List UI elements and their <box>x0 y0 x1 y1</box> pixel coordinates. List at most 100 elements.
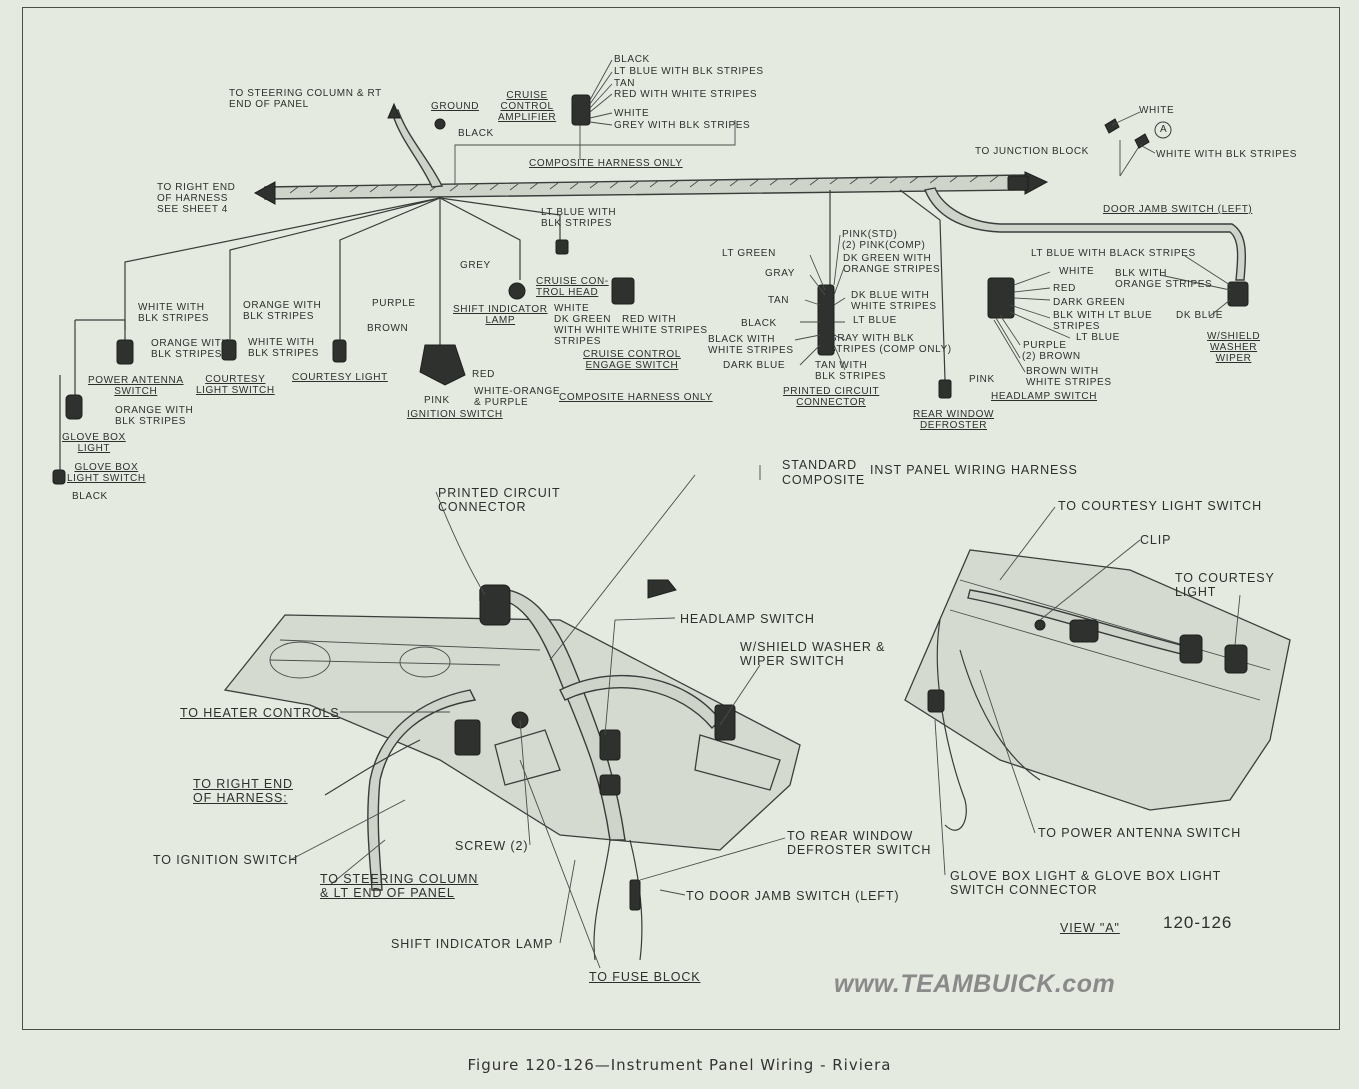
label-dk-blue: DK BLUE <box>1176 310 1223 321</box>
label-composite-only-2: COMPOSITE HARNESS ONLY <box>559 392 713 403</box>
label-right-end: TO RIGHT END OF HARNESS SEE SHEET 4 <box>157 182 236 215</box>
label-orange-wbk-2: ORANGE WITH BLK STRIPES <box>151 338 230 360</box>
label-pink: PINK <box>424 395 450 406</box>
hl-wire-4: BLK WITH LT BLUE STRIPES <box>1053 310 1153 332</box>
label-orange-wbk-1: ORANGE WITH BLK STRIPES <box>243 300 322 322</box>
amp-wire-4: RED WITH WHITE STRIPES <box>614 89 758 100</box>
label-power-antenna-bottom: TO POWER ANTENNA SWITCH <box>1038 826 1242 840</box>
pc-right-4: LT BLUE <box>853 315 897 326</box>
label-steering-bottom: TO STEERING COLUMN & LT END OF PANEL <box>320 872 479 900</box>
hl-wire-6: PURPLE <box>1023 340 1067 351</box>
label-pc-connector-bottom: PRINTED CIRCUIT CONNECTOR <box>438 486 561 514</box>
label-junction-block: TO JUNCTION BLOCK <box>975 146 1089 157</box>
ignition-switch-connector <box>419 344 466 386</box>
pc-left-6: DARK BLUE <box>723 360 786 371</box>
label-wiper-bottom: W/SHIELD WASHER & WIPER SWITCH <box>740 640 886 668</box>
label-lt-blue-black: LT BLUE WITH BLACK STRIPES <box>1031 248 1196 259</box>
wiper-connector <box>1227 281 1249 307</box>
rear-defrost-connector <box>938 379 952 399</box>
label-rear-defrost-bottom: TO REAR WINDOW DEFROSTER SWITCH <box>787 829 932 857</box>
label-courtesy-switch-bottom: TO COURTESY LIGHT SWITCH <box>1058 499 1263 513</box>
label-door-white-blk: WHITE WITH BLK STRIPES <box>1156 149 1297 160</box>
courtesy-light-connector <box>332 339 347 363</box>
left-arrow-icon <box>253 181 276 205</box>
view-a-circle-label: A <box>1160 124 1168 135</box>
instrument-panel-view <box>223 579 801 961</box>
label-fuse-block: TO FUSE BLOCK <box>589 970 701 984</box>
amp-wire-6: GREY WITH BLK STRIPES <box>614 120 751 131</box>
figure-caption: Figure 120-126—Instrument Panel Wiring -… <box>467 1056 892 1074</box>
label-standard: STANDARD <box>782 458 858 472</box>
amp-wire-1: BLACK <box>614 54 650 65</box>
label-rear-defrost: REAR WINDOW DEFROSTER <box>913 409 995 431</box>
view-a-panel <box>904 549 1291 831</box>
label-orange-wbk-3: ORANGE WITH BLK STRIPES <box>115 405 194 427</box>
label-blk-orange: BLK WITH ORANGE STRIPES <box>1115 268 1213 290</box>
pc-left-3: TAN <box>768 295 790 306</box>
branch-wires <box>59 189 946 470</box>
ground-terminal <box>434 118 446 130</box>
label-right-end-bottom: TO RIGHT END OF HARNESS: <box>193 777 293 805</box>
label-engage-wires: WHITE DK GREEN WITH WHITE STRIPES <box>554 303 621 347</box>
label-grey: GREY <box>460 260 491 271</box>
hl-wire-5: LT BLUE <box>1076 332 1120 343</box>
pc-right-2: DK GREEN WITH ORANGE STRIPES <box>843 253 941 275</box>
label-shift-lamp-bottom: SHIFT INDICATOR LAMP <box>391 937 554 951</box>
figure-frame <box>22 7 1340 1030</box>
hl-wire-2: RED <box>1053 283 1076 294</box>
glove-light-connector <box>65 394 83 420</box>
pc-connector <box>817 284 835 356</box>
cruise-head-connector <box>555 239 569 255</box>
label-door-jamb-bottom: TO DOOR JAMB SWITCH (LEFT) <box>686 889 900 903</box>
label-white-wbk-1: WHITE WITH BLK STRIPES <box>138 302 210 324</box>
cruise-amplifier-connector <box>571 94 591 126</box>
label-black-ground: BLACK <box>458 128 494 139</box>
label-black-glove: BLACK <box>72 491 108 502</box>
hl-wire-3: DARK GREEN <box>1053 297 1126 308</box>
label-clip: CLIP <box>1140 533 1172 547</box>
pc-right-6: TAN WITH BLK STRIPES <box>815 360 887 382</box>
amp-wire-5: WHITE <box>614 108 650 119</box>
label-glove-switch: GLOVE BOX LIGHT SWITCH <box>67 462 146 484</box>
label-glove-bottom: GLOVE BOX LIGHT & GLOVE BOX LIGHT SWITCH… <box>950 869 1222 897</box>
label-white-orange: WHITE-ORANGE & PURPLE <box>474 386 561 408</box>
label-red: RED <box>472 369 495 380</box>
label-wiper: W/SHIELD WASHER WIPER <box>1207 331 1261 364</box>
label-ground: GROUND <box>431 101 480 112</box>
label-white-wbk-2: WHITE WITH BLK STRIPES <box>248 337 320 359</box>
power-antenna-connector <box>116 339 134 365</box>
view-a-arrow-icon <box>647 579 677 599</box>
engage-switch-connector <box>611 277 635 305</box>
hl-wire-1: WHITE <box>1059 266 1095 277</box>
figure-number: 120-126 <box>1163 913 1233 932</box>
leader-lines <box>229 59 1231 373</box>
view-a-arrow-label: A <box>657 582 667 596</box>
bottom-leaders <box>289 465 1241 969</box>
top-connectors <box>52 94 1249 485</box>
label-view-a: VIEW "A" <box>1060 921 1120 935</box>
label-glove-light: GLOVE BOX LIGHT <box>62 432 126 454</box>
label-cruise-amplifier: CRUISE CONTROL AMPLIFIER <box>498 90 557 123</box>
label-ignition: IGNITION SWITCH <box>407 409 503 420</box>
label-courtesy-light: COURTESY LIGHT <box>292 372 388 383</box>
label-composite: COMPOSITE <box>782 473 866 487</box>
label-red-white: RED WITH WHITE STRIPES <box>622 314 708 336</box>
label-power-antenna: POWER ANTENNA SWITCH <box>88 375 184 397</box>
amp-wire-3: TAN <box>614 78 636 89</box>
label-purple: PURPLE <box>372 298 416 309</box>
label-courtesy-switch: COURTESY LIGHT SWITCH <box>196 374 275 396</box>
pc-right-5: GRAY WITH BLK STRIPES (COMP ONLY) <box>829 333 952 355</box>
glove-switch-connector <box>52 469 66 485</box>
watermark: www.TEAMBUICK.com <box>834 970 1116 998</box>
label-composite-only-1: COMPOSITE HARNESS ONLY <box>529 158 683 169</box>
door-jamb-connectors <box>1104 118 1150 149</box>
label-inst-harness: INST PANEL WIRING HARNESS <box>870 463 1078 477</box>
hl-wire-7: (2) BROWN <box>1022 351 1081 362</box>
label-cruise-head: CRUISE CON- TROL HEAD <box>536 276 609 298</box>
shift-lamp-connector <box>508 282 526 300</box>
pc-left-4: BLACK <box>741 318 777 329</box>
label-heater: TO HEATER CONTROLS <box>180 706 340 720</box>
amp-wire-2: LT BLUE WITH BLK STRIPES <box>614 66 764 77</box>
label-brown: BROWN <box>367 323 409 334</box>
label-headlamp: HEADLAMP SWITCH <box>991 391 1098 402</box>
